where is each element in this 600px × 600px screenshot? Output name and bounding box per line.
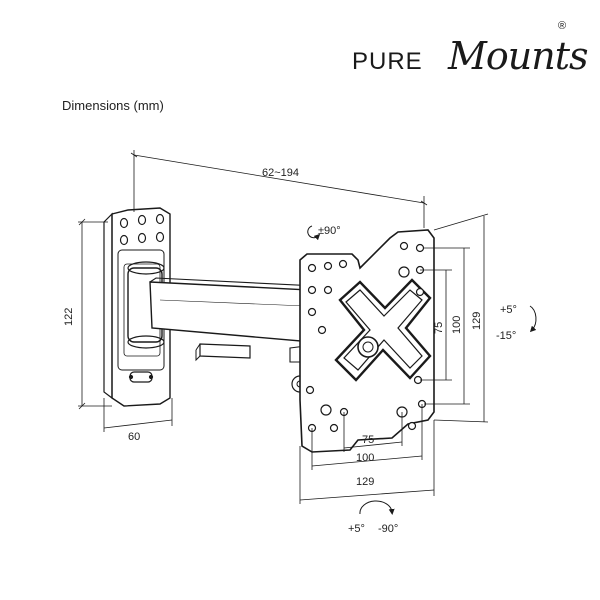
vesa-plate	[299, 229, 435, 453]
registered-mark: ®	[558, 20, 567, 32]
label-tilt-up: +5°	[500, 304, 517, 316]
label-plate-129-vertical: 129	[471, 312, 483, 330]
brand-logo: PURE Mounts ®	[352, 20, 589, 80]
label-arm-extension: 62~194	[262, 167, 299, 179]
dimensions-caption: Dimensions (mm)	[62, 98, 164, 113]
label-vesa-75-horizontal: 75	[362, 434, 374, 446]
label-tilt-down: -15°	[496, 330, 516, 342]
pan-arrow-icon	[359, 500, 395, 515]
brand-name-pure: PURE	[352, 48, 423, 75]
label-vesa-100-horizontal: 100	[356, 452, 374, 464]
brand-name-mounts: Mounts	[448, 34, 589, 78]
label-vesa-75-vertical: 75	[433, 322, 445, 334]
label-wall-plate-width: 60	[128, 431, 140, 443]
label-swivel: ±90°	[318, 225, 341, 237]
swing-arm	[127, 261, 318, 393]
label-vesa-100-vertical: 100	[451, 316, 463, 334]
tilt-arrow-icon	[529, 305, 537, 333]
swivel-arrow-icon	[307, 225, 321, 241]
label-pan-left: +5°	[348, 523, 365, 535]
wall-plate	[103, 207, 171, 407]
label-wall-plate-height: 122	[63, 308, 75, 326]
label-plate-129-horizontal: 129	[356, 476, 374, 488]
label-pan-right: -90°	[378, 523, 398, 535]
